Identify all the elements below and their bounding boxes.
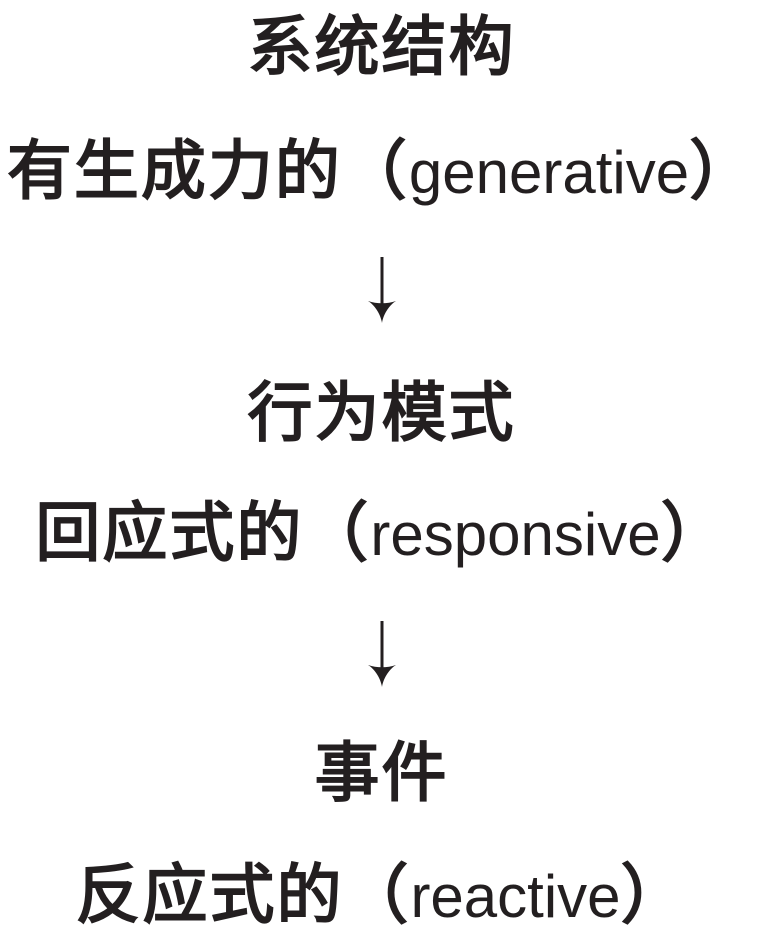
down-arrow-icon: [367, 257, 396, 323]
stage-2-label-zh-open: 回应式的（: [35, 496, 371, 569]
stage-1-label: 有生成力的（generative）: [0, 138, 763, 203]
flow-arrow-2: [0, 621, 763, 692]
stage-1-label-zh-close: ）: [689, 134, 757, 207]
stage-3-label-zh-open: 反应式的（: [75, 858, 411, 931]
stage-3-title: 事件: [314, 736, 449, 809]
stage-2-label-zh-close: ）: [660, 496, 728, 569]
flow-arrow-1: [0, 257, 763, 328]
stage-1-label-en: generative: [408, 139, 690, 206]
stage-2-title: 行为模式: [247, 376, 516, 449]
stage-2-label-en: responsive: [370, 501, 661, 568]
down-arrow-icon: [367, 621, 396, 687]
stage-2-label: 回应式的（responsive）: [0, 500, 763, 565]
stage-1-title: 系统结构: [247, 10, 516, 83]
stage-3-label-zh-close: ）: [620, 858, 688, 931]
stage-3-label: 反应式的（reactive）: [0, 862, 763, 927]
stage-1-label-zh-open: 有生成力的（: [6, 134, 409, 207]
stage-3-label-en: reactive: [410, 863, 621, 930]
